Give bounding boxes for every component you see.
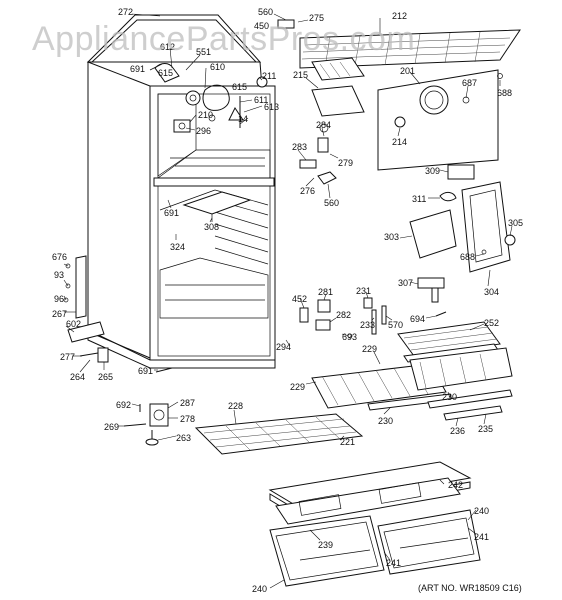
label-279: 279: [338, 158, 353, 168]
label-229-lower: 229: [290, 382, 305, 392]
label-235: 235: [478, 424, 493, 434]
label-452: 452: [292, 294, 307, 304]
label-231: 231: [356, 286, 371, 296]
label-242: 242: [448, 480, 463, 490]
label-611: 611: [254, 95, 268, 105]
label-252: 252: [484, 318, 499, 328]
label-602: 602: [66, 319, 81, 329]
label-230-right: 230: [442, 392, 457, 402]
label-307: 307: [398, 278, 413, 288]
label-241-right: 241: [474, 532, 489, 542]
label-688-top: 688: [497, 88, 512, 98]
label-276: 276: [300, 186, 315, 196]
label-324: 324: [170, 242, 185, 252]
roller-parts: [123, 403, 169, 446]
freezer-shelf-212: [299, 29, 521, 69]
label-282: 282: [336, 310, 351, 320]
leader-lines: [63, 13, 513, 589]
label-228: 228: [228, 401, 243, 411]
art-number: (ART NO. WR18509 C16): [418, 583, 522, 593]
label-212: 212: [392, 11, 407, 21]
light-switch-parts: [299, 297, 447, 339]
label-691-top: 691: [130, 64, 145, 74]
label-615-left: 615: [158, 68, 173, 78]
label-294: 294: [276, 342, 291, 352]
label-240-right: 240: [474, 506, 489, 516]
label-691-bottom: 691: [138, 366, 153, 376]
label-612: 612: [160, 42, 175, 52]
label-305: 305: [508, 218, 523, 228]
label-236: 236: [450, 426, 465, 436]
label-304: 304: [484, 287, 499, 297]
label-676: 676: [52, 252, 67, 262]
label-239: 239: [318, 540, 333, 550]
label-277: 277: [60, 352, 75, 362]
label-265: 265: [98, 372, 113, 382]
label-201: 201: [400, 66, 415, 76]
label-275: 275: [309, 13, 324, 23]
label-308: 308: [204, 222, 219, 232]
label-610: 610: [210, 62, 225, 72]
label-450: 450: [254, 21, 269, 31]
label-214: 214: [392, 137, 407, 147]
thermostat-bracket: [277, 19, 337, 185]
watermark-text: AppliancePartsPros.com: [32, 20, 415, 58]
label-93: 93: [54, 270, 64, 280]
label-615-right: 615: [232, 82, 247, 92]
label-613: 613: [264, 102, 279, 112]
crisper-drawers: [268, 461, 481, 587]
refrigerator-cabinet: [86, 14, 276, 369]
label-287: 287: [180, 398, 195, 408]
label-303: 303: [384, 232, 399, 242]
label-272: 272: [118, 7, 133, 17]
part-number-labels: 272 560 450 275 212 612 551 691 610 615 …: [52, 7, 523, 594]
label-233: 233: [360, 320, 375, 330]
label-311: 311: [412, 194, 426, 204]
evaporator-cover-201: [377, 69, 503, 180]
label-560-mid: 560: [324, 198, 339, 208]
label-284: 284: [316, 120, 331, 130]
label-283: 283: [292, 142, 307, 152]
label-278: 278: [180, 414, 195, 424]
label-264: 264: [70, 372, 85, 382]
label-687: 687: [462, 78, 477, 88]
label-14: 14: [238, 114, 248, 124]
label-281: 281: [318, 287, 333, 297]
label-309: 309: [425, 166, 440, 176]
label-263: 263: [176, 433, 191, 443]
label-221: 221: [340, 437, 355, 447]
wire-shelves: [194, 321, 513, 455]
label-688-mid: 688: [460, 252, 475, 262]
label-693: 693: [342, 332, 357, 342]
label-296: 296: [196, 126, 211, 136]
label-551: 551: [196, 47, 211, 57]
label-692: 692: [116, 400, 131, 410]
hinge-parts: [63, 255, 173, 373]
label-240-left: 240: [252, 584, 267, 594]
label-269: 269: [104, 422, 119, 432]
evaporator-fan-assembly: [149, 63, 268, 133]
label-570: 570: [388, 320, 403, 330]
label-691-mid: 691: [164, 208, 179, 218]
label-241-left: 241: [386, 558, 401, 568]
label-694: 694: [410, 314, 425, 324]
label-210: 210: [198, 110, 213, 120]
label-215: 215: [293, 70, 308, 80]
label-230-left: 230: [378, 416, 393, 426]
label-96: 96: [54, 294, 64, 304]
label-229-upper: 229: [362, 344, 377, 354]
label-560-top: 560: [258, 7, 273, 17]
label-211: 211: [262, 71, 276, 81]
ice-tray-215: [311, 57, 365, 117]
air-duct-assembly: [409, 181, 516, 303]
label-267: 267: [52, 309, 67, 319]
